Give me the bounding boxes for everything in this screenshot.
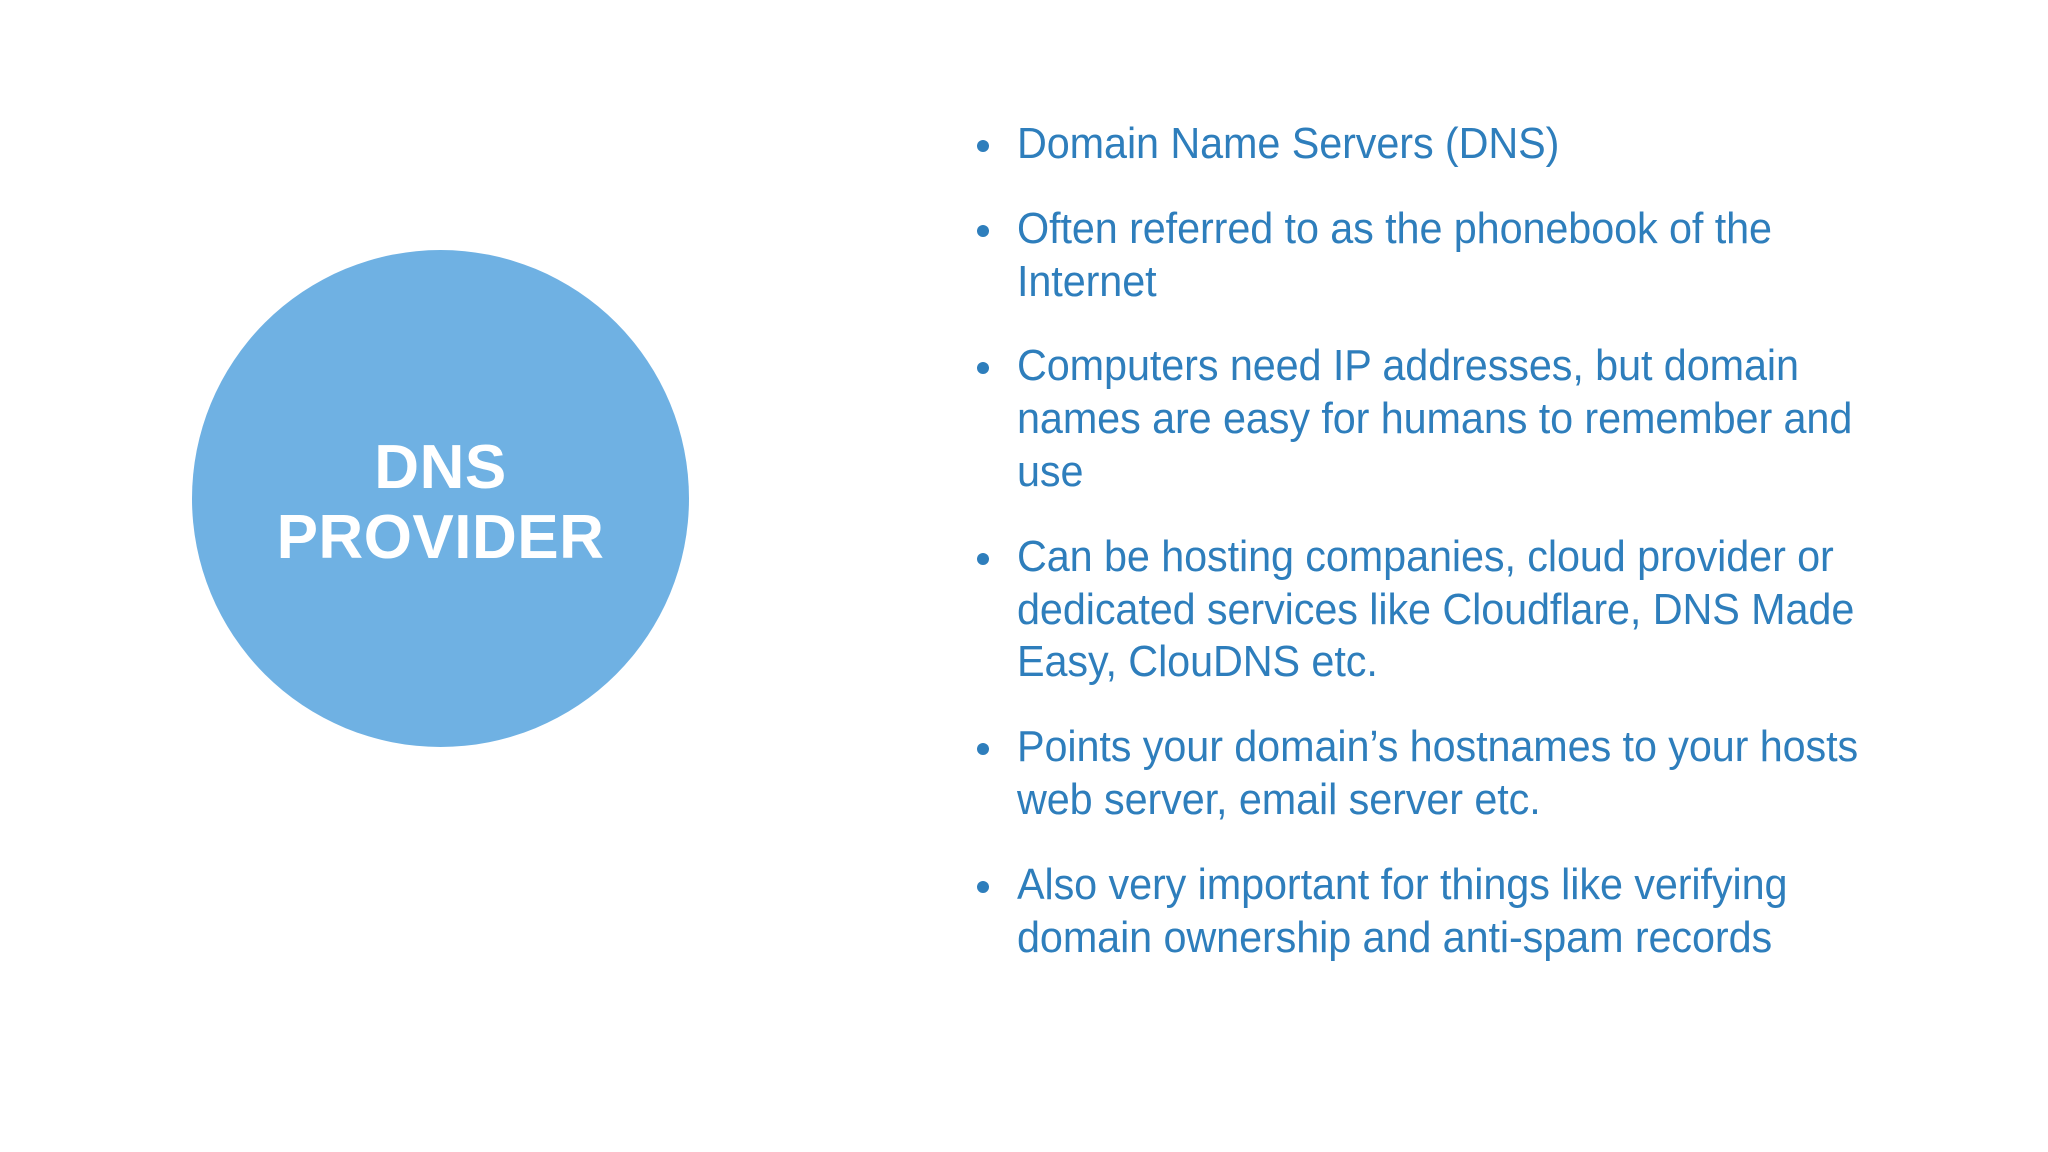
dns-provider-circle: DNS PROVIDER [192, 250, 689, 747]
bullet-text: Points your domain’s hostnames to your h… [1017, 722, 1859, 824]
bullet-list: Domain Name Servers (DNS) Often referred… [960, 118, 1960, 964]
bullet-text: Computers need IP addresses, but domain … [1017, 341, 1853, 496]
list-item: Also very important for things like veri… [960, 859, 1960, 965]
bullet-text: Domain Name Servers (DNS) [1017, 119, 1560, 168]
list-item: Computers need IP addresses, but domain … [960, 340, 1960, 498]
bullet-dot-icon [960, 721, 1017, 773]
bullet-text: Often referred to as the phonebook of th… [1017, 203, 1772, 306]
list-item: Domain Name Servers (DNS) [960, 118, 1960, 171]
bullet-text: Also very important for things like veri… [1017, 859, 1788, 962]
bullet-dot-icon [960, 859, 1017, 911]
bullet-dot-icon [960, 118, 1017, 170]
dns-provider-circle-label: DNS PROVIDER [276, 433, 605, 572]
list-item: Can be hosting companies, cloud provider… [960, 531, 1960, 689]
bullet-dot-icon [960, 203, 1017, 255]
bullet-dot-icon [960, 340, 1017, 392]
bullet-text: Can be hosting companies, cloud provider… [1017, 531, 1855, 687]
list-item: Often referred to as the phonebook of th… [960, 203, 1960, 309]
list-item: Points your domain’s hostnames to your h… [960, 721, 1960, 827]
bullet-dot-icon [960, 531, 1017, 583]
